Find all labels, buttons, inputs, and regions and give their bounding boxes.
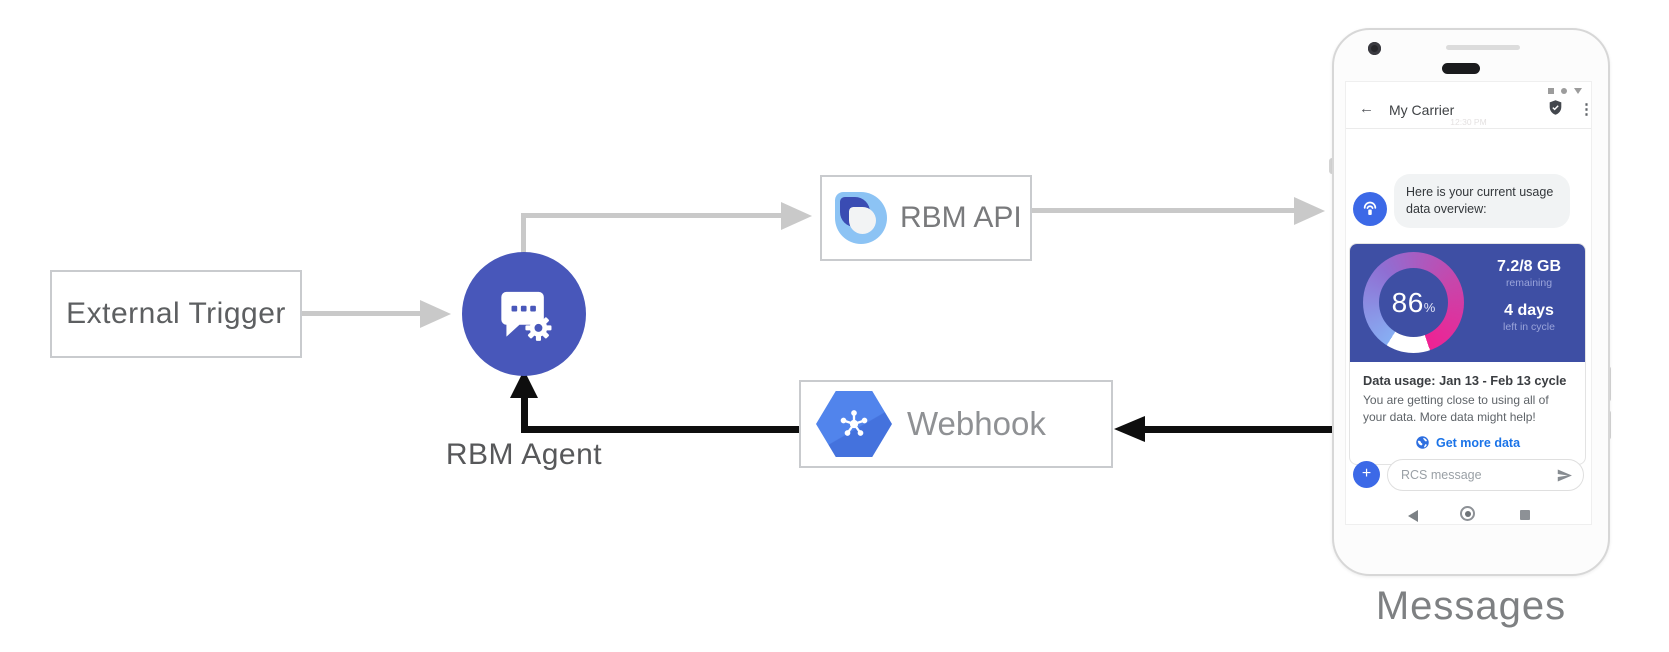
usage-card-text-section: Data usage: Jan 13 - Feb 13 cycle You ar… bbox=[1350, 362, 1585, 464]
send-icon[interactable] bbox=[1556, 467, 1573, 484]
rbm-api-node: RBM API bbox=[820, 175, 1032, 261]
verified-shield-icon bbox=[1547, 99, 1564, 121]
earpiece-speaker bbox=[1442, 63, 1480, 74]
arrow-phone-to-webhook-head bbox=[1114, 416, 1145, 442]
message-compose-field[interactable] bbox=[1387, 459, 1584, 491]
status-circle-icon bbox=[1561, 88, 1567, 94]
phone-sim-tray bbox=[1329, 158, 1334, 174]
phone-screen: ← My Carrier ⋮ 12:30 PM Here is your cur… bbox=[1345, 81, 1592, 525]
nav-recents-icon[interactable] bbox=[1520, 510, 1530, 520]
external-trigger-node: External Trigger bbox=[50, 270, 302, 358]
nav-back-icon[interactable] bbox=[1408, 510, 1418, 522]
arrow-phone-to-webhook-line bbox=[1143, 426, 1332, 433]
get-more-data-button[interactable]: Get more data bbox=[1363, 435, 1572, 450]
days-left-value: 4 days bbox=[1504, 302, 1554, 319]
arrow-api-to-phone-head bbox=[1294, 197, 1325, 225]
usage-card: 86 % 7.2/8 GB remaining 4 days left in c… bbox=[1349, 243, 1586, 466]
arrow-agent-to-api-line bbox=[521, 213, 783, 218]
arrow-webhook-to-agent-vertical bbox=[521, 397, 528, 433]
webhook-node: Webhook bbox=[799, 380, 1113, 468]
usage-percent: 86 bbox=[1391, 286, 1424, 318]
usage-gauge-center: 86 % bbox=[1379, 268, 1448, 337]
nav-home-icon[interactable] bbox=[1460, 506, 1475, 521]
webhook-label: Webhook bbox=[907, 405, 1046, 442]
arrow-agent-to-api-vertical bbox=[521, 215, 526, 255]
message-timestamp: 12:30 PM bbox=[1450, 117, 1487, 127]
chat-bubble: Here is your current usage data overview… bbox=[1394, 174, 1570, 228]
conversation-title: My Carrier bbox=[1389, 102, 1455, 118]
status-square-icon bbox=[1548, 88, 1554, 94]
header-divider bbox=[1346, 128, 1591, 129]
status-triangle-icon bbox=[1574, 88, 1582, 94]
days-left-label: left in cycle bbox=[1503, 321, 1555, 333]
antenna-icon bbox=[1363, 201, 1377, 215]
usage-gauge-ring: 86 % bbox=[1363, 252, 1464, 353]
data-remaining-value: 7.2/8 GB bbox=[1496, 258, 1562, 275]
rcs-message-input[interactable] bbox=[1401, 468, 1556, 482]
usage-card-title: Data usage: Jan 13 - Feb 13 cycle bbox=[1363, 373, 1567, 388]
get-more-data-label: Get more data bbox=[1435, 435, 1521, 450]
arrow-api-to-phone-line bbox=[1032, 208, 1296, 213]
agent-avatar bbox=[1353, 192, 1387, 226]
arrow-trigger-to-agent-line bbox=[302, 311, 422, 316]
back-arrow-icon[interactable]: ← bbox=[1359, 100, 1374, 117]
arrow-webhook-to-agent-line bbox=[521, 426, 799, 433]
phone-device: ← My Carrier ⋮ 12:30 PM Here is your cur… bbox=[1332, 28, 1610, 576]
data-remaining-label: remaining bbox=[1505, 277, 1553, 289]
top-speaker-slot bbox=[1446, 45, 1520, 50]
arrow-trigger-to-agent-head bbox=[420, 300, 451, 328]
rcs-logo-icon bbox=[835, 192, 887, 244]
overflow-menu-icon[interactable]: ⋮ bbox=[1579, 100, 1591, 118]
usage-card-body: You are getting close to using all of yo… bbox=[1363, 393, 1549, 425]
rbm-agent-label: RBM Agent bbox=[445, 438, 603, 471]
chat-bubble-gear-icon bbox=[501, 291, 552, 341]
globe-icon bbox=[1416, 436, 1429, 449]
usage-percent-symbol: % bbox=[1423, 299, 1436, 315]
front-camera bbox=[1368, 42, 1381, 55]
usage-stats: 7.2/8 GB remaining 4 days left in cycle bbox=[1474, 258, 1584, 333]
messages-caption: Messages bbox=[1375, 584, 1567, 628]
status-bar-icons bbox=[1548, 88, 1582, 94]
external-trigger-label: External Trigger bbox=[66, 297, 286, 330]
cloud-hexagon-icon bbox=[816, 391, 892, 457]
arrow-agent-to-api-head bbox=[781, 202, 812, 230]
rbm-agent-node bbox=[462, 252, 586, 376]
rbm-api-label: RBM API bbox=[900, 201, 1022, 234]
add-attachment-button[interactable]: + bbox=[1353, 461, 1380, 488]
usage-card-gauge-section: 86 % 7.2/8 GB remaining 4 days left in c… bbox=[1350, 244, 1585, 362]
